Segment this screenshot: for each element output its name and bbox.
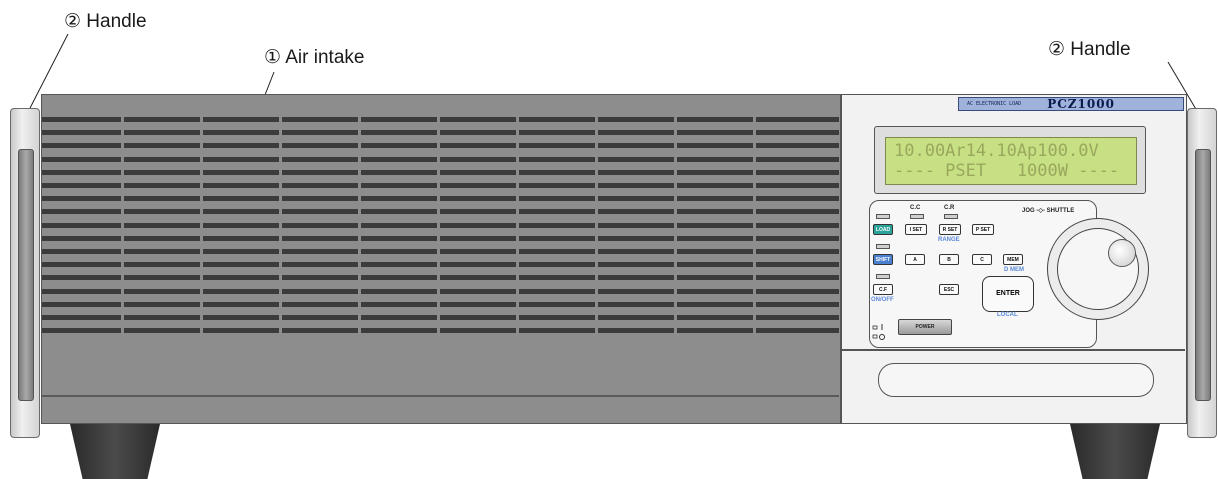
vent-slot (42, 196, 839, 202)
handle-grip (18, 149, 34, 401)
callout-air-intake: ① Air intake (264, 47, 365, 68)
on-off-label: ON/OFF (871, 297, 894, 303)
handle-left (10, 108, 40, 438)
vent-divider (358, 113, 361, 339)
shift-led (876, 244, 890, 249)
power-switch-symbols (872, 324, 885, 340)
lcd-display: 10.00Ar14.10Ap100.0V ---- PSET 1000W ---… (885, 137, 1137, 185)
vent-slot (42, 209, 839, 215)
jog-dial-ring (1057, 228, 1139, 310)
vent-divider (595, 113, 598, 339)
d-mem-label: D MEM (1004, 267, 1024, 273)
vent-divider (516, 113, 519, 339)
air-intake-vents (42, 113, 839, 339)
vent-divider (437, 113, 440, 339)
lcd-line-1: 10.00Ar14.10Ap100.0V (894, 141, 1099, 161)
vent-slot (42, 156, 839, 162)
panel-slot (878, 363, 1154, 397)
esc-button[interactable]: ESC (939, 284, 959, 295)
local-label: LOCAL (997, 312, 1018, 318)
vent-divider (121, 113, 124, 339)
b-button[interactable]: B (939, 254, 959, 265)
vent-divider (279, 113, 282, 339)
handle-right (1187, 108, 1217, 438)
p-set-button[interactable]: P SET (972, 224, 994, 235)
lower-trim (42, 395, 839, 397)
lcd-line-2: ---- PSET 1000W ---- (894, 161, 1120, 181)
vent-slot (42, 301, 839, 307)
power-switch[interactable]: POWER (898, 319, 952, 335)
load-led (876, 214, 890, 219)
cc-label: C.C (910, 205, 921, 211)
vent-slot (42, 249, 839, 254)
foot-left (70, 424, 160, 479)
cf-button[interactable]: C.F (873, 284, 893, 295)
vent-slot (42, 222, 839, 228)
i-set-button[interactable]: I SET (905, 224, 927, 235)
vent-slot (42, 275, 839, 281)
handle-grip (1195, 149, 1211, 401)
mem-button[interactable]: MEM (1003, 254, 1023, 265)
vent-slot (42, 169, 839, 175)
enter-button[interactable]: ENTER (982, 276, 1034, 312)
panel-divider (842, 349, 1185, 351)
vent-slot (42, 328, 839, 334)
callout-handle-left: ② Handle (64, 11, 147, 32)
vent-slot (42, 262, 839, 268)
cc-led (910, 214, 924, 219)
model-description: AC ELECTRONIC LOAD (967, 101, 1022, 107)
display-frame: 10.00Ar14.10Ap100.0V ---- PSET 1000W ---… (874, 126, 1146, 194)
vent-divider (674, 113, 677, 339)
foot-right (1070, 424, 1160, 479)
vent-divider (200, 113, 203, 339)
vent-divider (753, 113, 756, 339)
jog-shuttle-dial[interactable] (1047, 218, 1149, 320)
vent-slot (42, 117, 839, 122)
jog-knob[interactable] (1108, 239, 1136, 267)
vent-slot (42, 143, 839, 149)
callout-handle-right: ② Handle (1048, 39, 1131, 60)
a-button[interactable]: A (905, 254, 925, 265)
vent-slot (42, 288, 839, 294)
vent-slot (42, 315, 839, 320)
shift-button[interactable]: SHIFT (873, 254, 893, 265)
vent-slot (42, 235, 839, 241)
jog-shuttle-label: JOG -◇- SHUTTLE (1022, 208, 1075, 214)
cr-label: C.R (944, 205, 955, 211)
model-plate: AC ELECTRONIC LOAD PCZ1000 (958, 97, 1184, 111)
vent-slot (42, 183, 839, 188)
front-panel: AC ELECTRONIC LOAD PCZ1000 10.00Ar14.10A… (841, 94, 1187, 424)
range-label: RANGE (938, 237, 960, 243)
model-name: PCZ1000 (1047, 97, 1115, 111)
cr-led (944, 214, 958, 219)
air-intake-section (41, 94, 841, 424)
cf-led (876, 274, 890, 279)
r-set-button[interactable]: R SET (939, 224, 961, 235)
c-button[interactable]: C (972, 254, 992, 265)
load-button[interactable]: LOAD (873, 224, 893, 235)
vent-slot (42, 130, 839, 136)
